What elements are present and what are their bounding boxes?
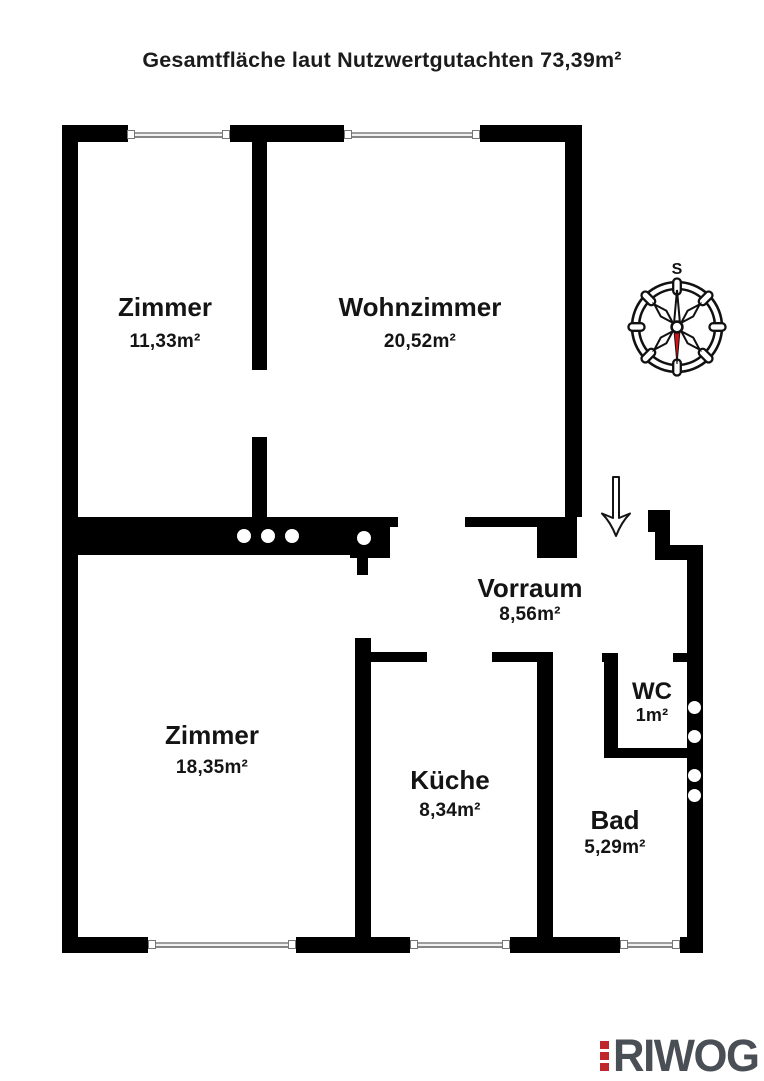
entrance-jamb [655,545,703,560]
compass-rose-icon: S [625,252,729,382]
riwog-logo: RIWOG [600,1033,763,1078]
wall-bottom [680,937,703,953]
wall-bottom [510,937,620,953]
chimney-flue-dot [688,730,701,743]
chimney-flue-dot [285,529,299,543]
chimney-flue-dot [261,529,275,543]
room-area: 20,52m² [383,331,457,352]
wall-bottom [296,937,410,953]
chimney-flue-dot [357,531,371,545]
room-area: 8,56m² [499,604,561,625]
wall-divider-zimmer-wohnzimmer [252,437,267,517]
wall-divider-zimmer-kueche [355,638,371,937]
entrance-jamb [648,510,670,532]
chimney-flue-dot [237,529,251,543]
window [620,940,680,949]
room-label-wohnzimmer: Wohnzimmer 20,52m² [320,294,520,351]
wall-stub [357,555,368,575]
room-name: Wohnzimmer [338,292,502,322]
chimney-flue-dot [688,769,701,782]
wall-right-upper [565,125,582,517]
wall-kueche-top [371,652,427,662]
window [344,130,480,139]
window [410,940,510,949]
wall-right-lower [687,545,703,953]
room-label-kueche: Küche 8,34m² [350,767,550,820]
room-label-zimmer-lower: Zimmer 18,35m² [112,722,312,777]
riwog-logo-dots [600,1040,609,1071]
wall-bottom [62,937,148,953]
room-name: Bad [590,805,640,835]
room-label-vorraum: Vorraum 8,56m² [430,575,630,624]
wall-wohnzimmer-bottom [465,517,537,527]
wall-block [537,517,577,558]
wall-wc-stub [673,653,688,662]
room-area: 11,33m² [129,331,201,352]
room-name: WC [632,678,672,705]
page-title: Gesamtfläche laut Nutzwertgutachten 73,3… [142,48,622,72]
wall-divider-kueche-bad [537,653,553,937]
wall-top [480,125,582,142]
wall-wc-bottom [604,748,688,758]
riwog-logo-text: RIWOG [613,1030,760,1081]
room-area: 8,34m² [419,800,481,821]
window [148,940,296,949]
compass-south-label: S [672,261,683,278]
chimney-flue-dot [688,789,701,802]
room-area: 18,35m² [175,757,249,778]
wall-divider-zimmer-wohnzimmer [252,127,267,370]
wall-wc-left [604,653,618,758]
room-name: Küche [410,765,490,795]
room-label-zimmer-upper: Zimmer 11,33m² [65,294,265,351]
room-name: Zimmer [118,292,212,322]
wall-top [62,125,128,142]
room-name: Zimmer [165,720,259,750]
wall-middle-lip [390,517,398,527]
room-label-wc: WC 1m² [552,678,752,725]
wall-kueche-top [492,652,553,662]
room-area: 1m² [635,705,669,725]
wall-top [230,125,344,142]
chimney-flue-dot [688,701,701,714]
room-name: Vorraum [477,573,583,603]
wall-middle-thick [62,517,390,555]
entrance-arrow-icon [596,472,636,540]
room-label-bad: Bad 5,29m² [515,807,715,857]
window [127,130,230,139]
room-area: 5,29m² [584,837,646,858]
